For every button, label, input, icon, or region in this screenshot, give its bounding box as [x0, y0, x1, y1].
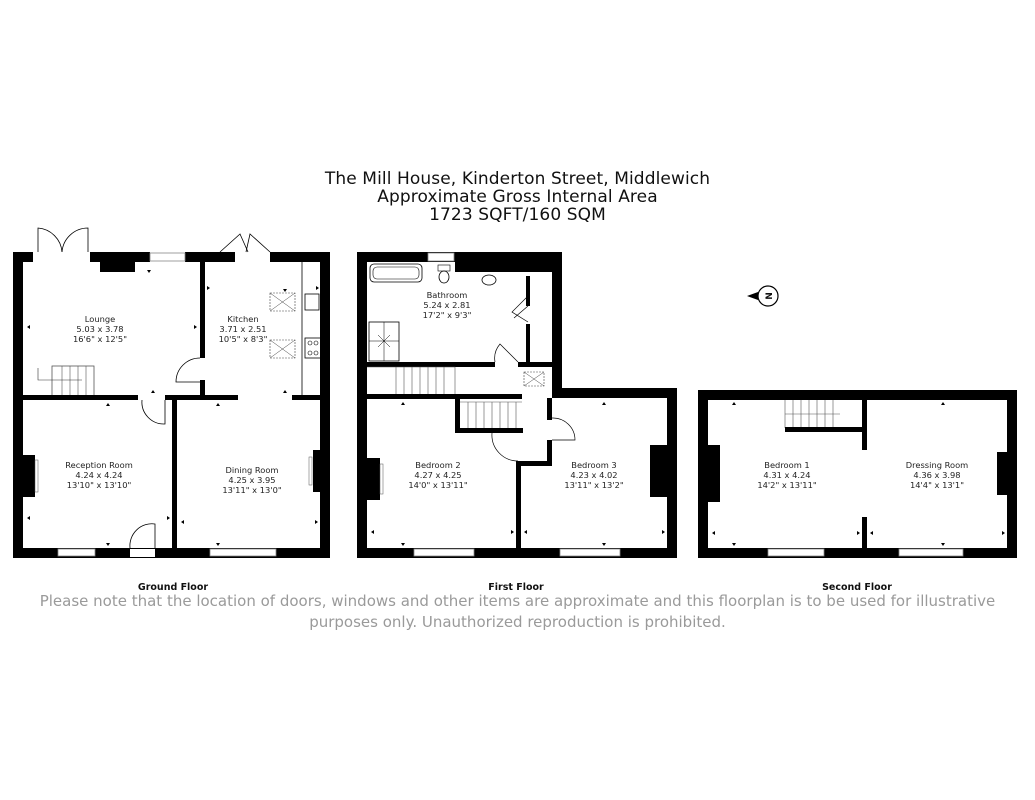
room-dressing-name: Dressing Room — [906, 460, 968, 470]
room-kitchen-name: Kitchen — [227, 314, 258, 324]
room-bathroom-metric: 5.24 x 2.81 — [423, 300, 470, 310]
area-value: 1723 SQFT/160 SQM — [429, 205, 606, 225]
room-bedroom3-imperial: 13'11" x 13'2" — [564, 480, 624, 490]
room-dressing-imperial: 14'4" x 13'1" — [910, 480, 964, 490]
room-bedroom1-imperial: 14'2" x 13'11" — [757, 480, 817, 490]
room-kitchen-metric: 3.71 x 2.51 — [219, 324, 266, 334]
room-bedroom3-name: Bedroom 3 — [571, 460, 616, 470]
room-dining-imperial: 13'11" x 13'0" — [222, 485, 282, 495]
room-kitchen-imperial: 10'5" x 8'3" — [219, 334, 268, 344]
north-arrow-icon: N — [747, 285, 779, 307]
room-reception-name: Reception Room — [65, 460, 133, 470]
room-dining-metric: 4.25 x 3.95 — [228, 475, 275, 485]
first-floor-plan: Bathroom 5.24 x 2.81 17'2" x 9'3" Bedroo… — [357, 252, 677, 593]
disclaimer-line-2: purposes only. Unauthorized reproduction… — [309, 613, 726, 631]
floor-label-ground: Ground Floor — [138, 582, 208, 593]
room-lounge-metric: 5.03 x 3.78 — [76, 324, 123, 334]
room-bedroom1-metric: 4.31 x 4.24 — [763, 470, 810, 480]
room-reception-metric: 4.24 x 4.24 — [75, 470, 122, 480]
room-bathroom-name: Bathroom — [427, 290, 468, 300]
room-dining-name: Dining Room — [225, 465, 278, 475]
room-bedroom2-metric: 4.27 x 4.25 — [414, 470, 461, 480]
compass-letter: N — [765, 292, 775, 300]
disclaimer-line-1: Please note that the location of doors, … — [39, 592, 996, 610]
floor-label-second: Second Floor — [822, 582, 892, 593]
room-reception-imperial: 13'10" x 13'10" — [67, 480, 132, 490]
second-floor-plan: Bedroom 1 4.31 x 4.24 14'2" x 13'11" Dre… — [698, 390, 1017, 593]
room-bedroom2-imperial: 14'0" x 13'11" — [408, 480, 468, 490]
room-bedroom3-metric: 4.23 x 4.02 — [570, 470, 617, 480]
room-lounge-name: Lounge — [85, 314, 115, 324]
room-bathroom-imperial: 17'2" x 9'3" — [423, 310, 472, 320]
property-address: The Mill House, Kinderton Street, Middle… — [324, 169, 711, 189]
room-lounge-imperial: 16'6" x 12'5" — [73, 334, 127, 344]
floor-label-first: First Floor — [488, 582, 544, 593]
room-bedroom1-name: Bedroom 1 — [764, 460, 809, 470]
room-dressing-metric: 4.36 x 3.98 — [913, 470, 960, 480]
area-label: Approximate Gross Internal Area — [377, 187, 658, 207]
ground-floor-plan: Lounge 5.03 x 3.78 16'6" x 12'5" Kitchen… — [13, 227, 330, 593]
disclaimer: Please note that the location of doors, … — [30, 591, 1005, 633]
title-block: The Mill House, Kinderton Street, Middle… — [0, 170, 1035, 224]
room-bedroom2-name: Bedroom 2 — [415, 460, 460, 470]
